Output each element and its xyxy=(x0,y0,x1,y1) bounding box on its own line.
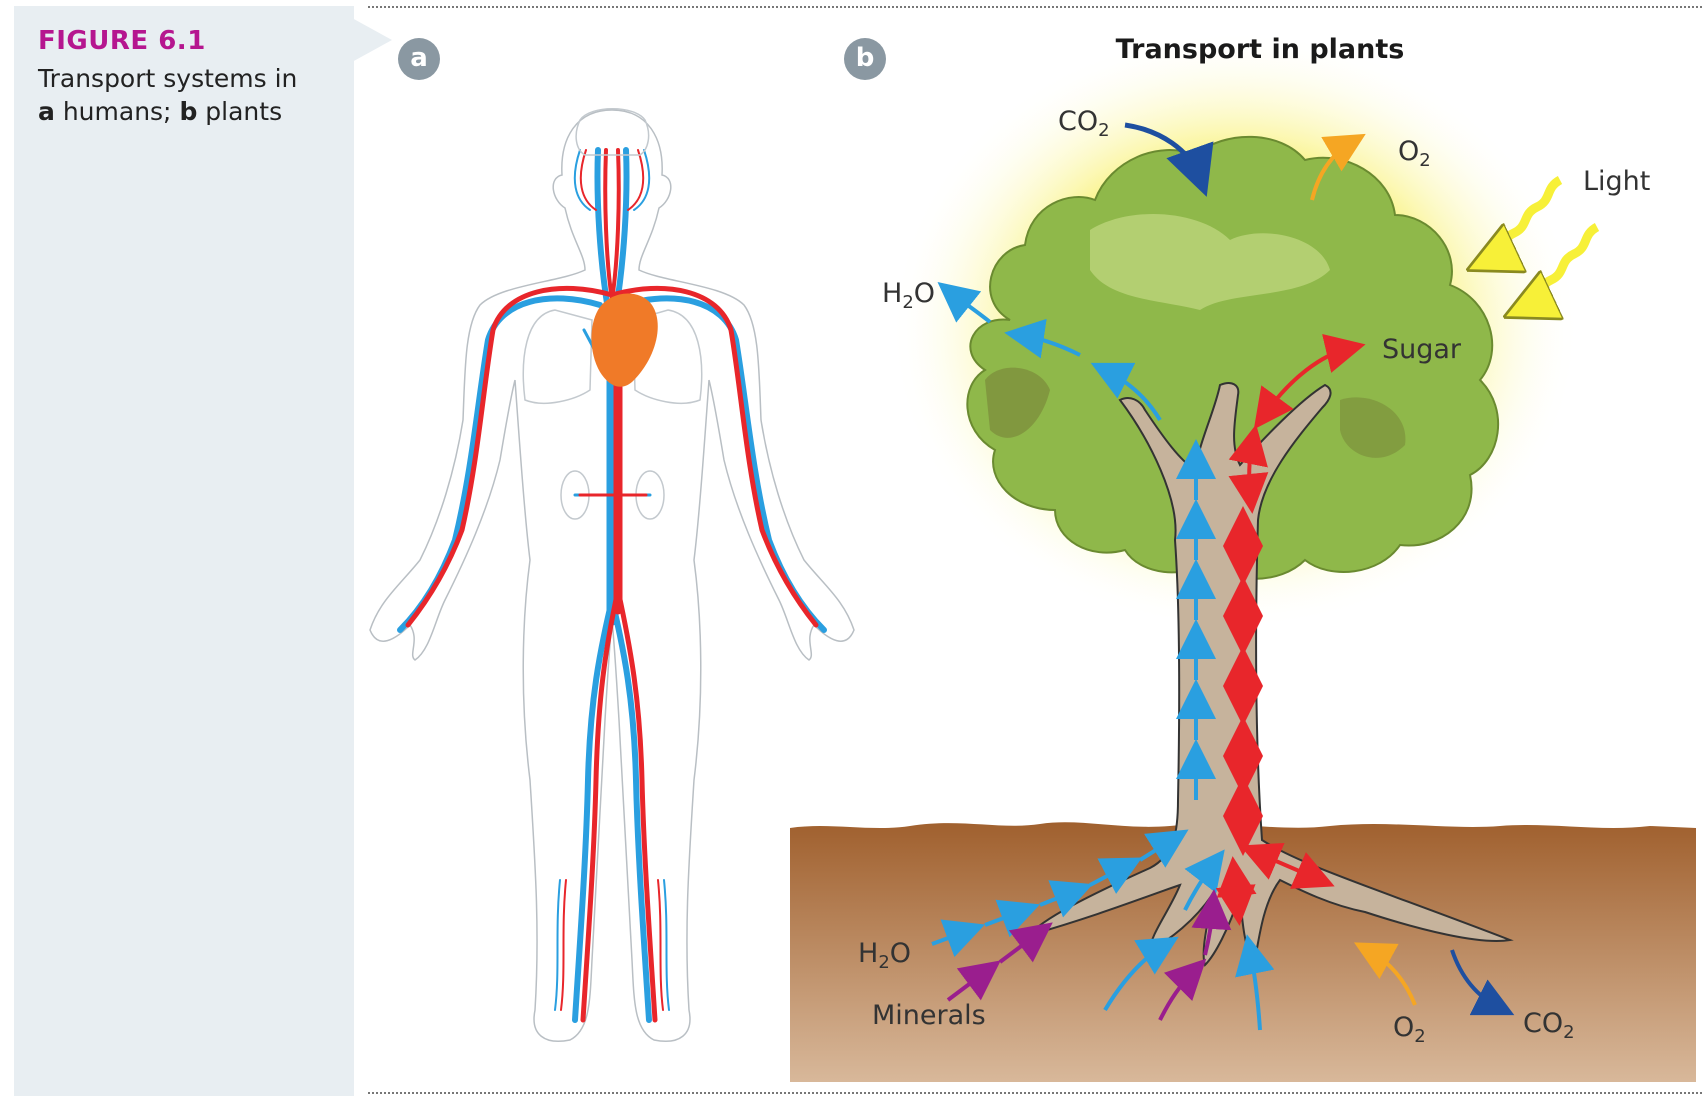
canopy-shadow xyxy=(985,367,1050,438)
top-rule xyxy=(368,6,1702,8)
panel-b-badge: b xyxy=(844,38,886,80)
o2-in-arrow xyxy=(1353,942,1417,1006)
label-sugar: Sugar xyxy=(1382,334,1462,365)
figure-label: FIGURE 6.1 xyxy=(38,26,206,56)
caption-part-b-letter: b xyxy=(179,97,198,126)
label-h2o-bottom: H2O xyxy=(858,938,912,973)
phloem-arrows xyxy=(1215,333,1366,926)
plant-diagram-title: Transport in plants xyxy=(1115,34,1405,65)
label-o2-top: O2 xyxy=(1398,136,1431,171)
label-minerals: Minerals xyxy=(872,1000,986,1031)
human-circulatory-system xyxy=(369,108,855,1042)
o2-out-arrow xyxy=(1310,133,1366,201)
co2-in-arrow xyxy=(1124,122,1214,197)
caption-part-a-text: humans; xyxy=(62,97,172,126)
left-lung xyxy=(522,309,593,404)
caption-line1: Transport systems in xyxy=(38,64,298,93)
plant-transport-diagram xyxy=(790,30,1696,1082)
xylem-arrows xyxy=(931,282,1275,1031)
canopy-highlight xyxy=(1090,213,1330,310)
label-light: Light xyxy=(1583,166,1651,197)
light-arrow-2 xyxy=(1528,223,1600,306)
co2-out-arrow xyxy=(1450,949,1515,1016)
mineral-arrows xyxy=(946,889,1232,1021)
caption-pointer xyxy=(352,18,392,62)
label-co2-bottom: CO2 xyxy=(1523,1008,1575,1043)
bottom-rule xyxy=(368,1092,1702,1094)
panel-a-badge: a xyxy=(398,38,440,80)
heart xyxy=(591,293,658,387)
figure-caption: Transport systems in a humans; b plants xyxy=(38,62,338,128)
light-arrow-1 xyxy=(1491,176,1563,259)
brain xyxy=(575,108,650,156)
label-h2o-top: H2O xyxy=(882,278,936,313)
right-lung xyxy=(632,309,703,404)
label-o2-bottom: O2 xyxy=(1393,1012,1426,1047)
label-co2-top: CO2 xyxy=(1058,106,1110,141)
caption-part-a-letter: a xyxy=(38,97,55,126)
caption-panel xyxy=(14,6,354,1096)
caption-part-b-text: plants xyxy=(205,97,283,126)
